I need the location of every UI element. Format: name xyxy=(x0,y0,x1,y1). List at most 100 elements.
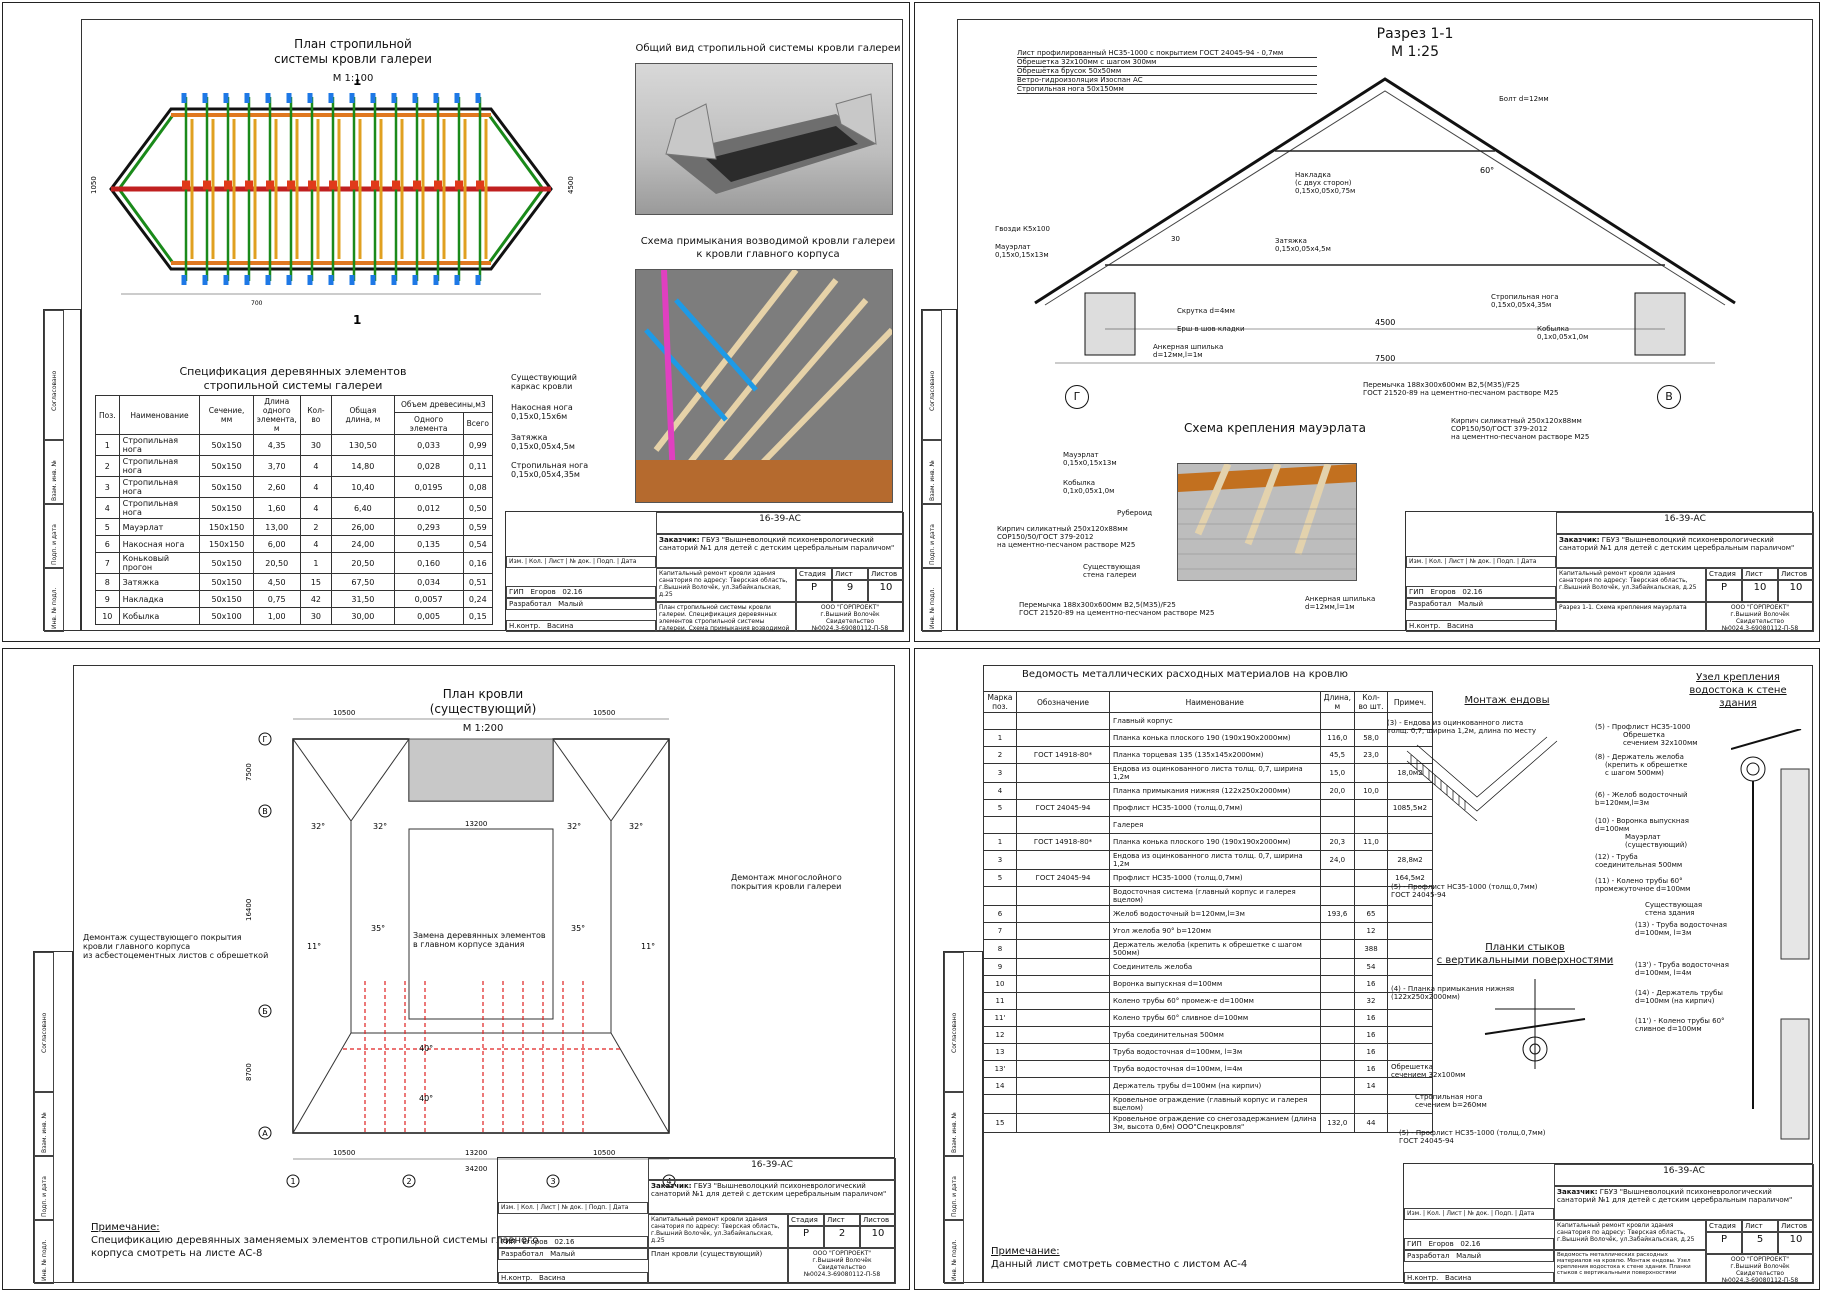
spec-cell: 10 xyxy=(95,607,120,625)
materials-cell: Планка конька плоского 190 (190х190х2000… xyxy=(1109,833,1321,851)
materials-row: Водосточная система (главный корпус и га… xyxy=(983,886,1433,906)
materials-cell xyxy=(1354,886,1388,906)
materials-cell: 11' xyxy=(983,1009,1017,1027)
stamp-sheets: 10 xyxy=(868,580,904,602)
materials-cell: Кровельное ограждение (главный корпус и … xyxy=(1109,1094,1321,1114)
materials-cell: 14 xyxy=(1354,1077,1388,1095)
general-view-render xyxy=(635,63,893,215)
spec-title: Спецификация деревянных элементов стропи… xyxy=(179,365,407,392)
dim-mid: 13200 xyxy=(465,820,487,828)
stamp-sheets-label: Листов xyxy=(868,568,904,580)
slope-6: 35° xyxy=(571,924,585,933)
spec-cell: 150х150 xyxy=(199,518,254,536)
spec-cell: 50х150 xyxy=(199,434,254,456)
spec-cell: 42 xyxy=(299,590,333,608)
materials-cell: Планка торцевая 135 (135х145х2000мм) xyxy=(1109,746,1321,764)
materials-cell: 116,0 xyxy=(1319,729,1356,747)
materials-cell: 2 xyxy=(983,746,1017,764)
spec-cell: 0,50 xyxy=(462,497,494,519)
sidebar-replace: Взам. инв. № xyxy=(51,460,58,501)
materials-cell: Желоб водосточный b=120мм,l=3м xyxy=(1109,905,1321,923)
spec-cell: Стропильная нога xyxy=(118,476,201,498)
layer-2: Обрешетка 32х100мм с шагом 300мм xyxy=(1017,58,1317,67)
materials-cell: 3 xyxy=(983,850,1017,870)
mauer-label-ruberoid: Рубероид xyxy=(1117,509,1153,517)
materials-cell: 20,3 xyxy=(1319,833,1356,851)
spec-cell: 15 xyxy=(299,573,333,591)
spec-col-volume: Объем древесины,м3 xyxy=(393,394,494,414)
materials-cell xyxy=(1387,1077,1433,1095)
spec-col-length: Длина одного элемента, м xyxy=(252,395,301,435)
mat-col-note: Примеч. xyxy=(1387,691,1433,713)
axis-row-a: А xyxy=(262,1129,268,1138)
label-nails: Гвозди К5х100 xyxy=(995,225,1050,233)
node-drawing xyxy=(1731,729,1810,1140)
spec-cell: Накосная нога xyxy=(118,535,201,553)
stamp-stage-label: Стадия xyxy=(796,568,832,580)
materials-cell xyxy=(1016,886,1110,906)
valley-title: Монтаж ендовы xyxy=(1464,695,1550,706)
materials-cell: Водосточная система (главный корпус и га… xyxy=(1109,886,1321,906)
slope-4: 32° xyxy=(629,822,643,831)
materials-cell xyxy=(1319,1009,1356,1027)
materials-cell: Соединитель желоба xyxy=(1109,958,1321,976)
spec-col-volume-total: Всего xyxy=(462,412,494,435)
materials-cell: 9 xyxy=(983,958,1017,976)
spec-header-row: Поз. Наименование Сечение, мм Длина одно… xyxy=(95,394,494,435)
mat-col-name: Наименование xyxy=(1109,691,1321,713)
materials-cell xyxy=(1319,1060,1356,1078)
remark-sheet-3: Примечание: Спецификацию деревянных заме… xyxy=(91,1222,539,1259)
spec-cell: 30,00 xyxy=(331,607,395,625)
materials-cell xyxy=(1016,1094,1110,1114)
materials-cell xyxy=(983,1094,1017,1114)
spec-cell: 50х150 xyxy=(199,476,254,498)
spec-cell: 130,50 xyxy=(331,434,395,456)
materials-cell: Держатель желоба (крепить к обрешетке с … xyxy=(1109,939,1321,959)
materials-cell: 15,0 xyxy=(1319,763,1356,783)
plan-dim-inner: 4500 xyxy=(567,176,575,194)
materials-cell xyxy=(1319,1077,1356,1095)
materials-cell: 10,0 xyxy=(1354,782,1388,800)
section-mark-bottom: 1 xyxy=(353,313,361,327)
spec-cell: Стропильная нога xyxy=(118,497,201,519)
materials-cell: Угол желоба 90° b=120мм xyxy=(1109,922,1321,940)
materials-cell: 4 xyxy=(983,782,1017,800)
mat-col-qty: Кол-во шт. xyxy=(1354,691,1388,713)
axis-row-g: Г xyxy=(263,735,268,744)
materials-table: Марка поз. Обозначение Наименование Длин… xyxy=(983,691,1433,1133)
stamp-head-cols: Изм. | Кол. | Лист | № док. | Подп. | Да… xyxy=(506,556,656,568)
spec-cell: 0,135 xyxy=(393,535,464,553)
spec-cell: 7 xyxy=(95,552,120,574)
valley-label-2: (5) - Профлист НС35-1000 (толщ.0,7мм)ГОС… xyxy=(1391,883,1538,899)
section-mark-top: 1 xyxy=(353,79,361,88)
materials-cell xyxy=(1354,816,1388,834)
spec-cell: 4 xyxy=(95,497,120,519)
materials-cell: 13' xyxy=(983,1060,1017,1078)
axis-g: Г xyxy=(1065,385,1089,409)
spec-cell: 2,60 xyxy=(252,476,301,498)
axis-row-b: Б xyxy=(262,1007,268,1016)
sheet-2-sidebar: Согласовано Взам. инв. № Подп. и дата Ин… xyxy=(921,309,957,632)
spec-cell: 0,51 xyxy=(462,573,494,591)
materials-cell xyxy=(983,816,1017,834)
materials-cell: 7 xyxy=(983,922,1017,940)
spec-cell: 31,50 xyxy=(331,590,395,608)
mat-col-code: Обозначение xyxy=(1016,691,1110,713)
materials-cell xyxy=(1354,799,1388,817)
slope-5: 35° xyxy=(371,924,385,933)
materials-cell xyxy=(1387,922,1433,940)
materials-cell: 3 xyxy=(983,763,1017,783)
materials-cell: Труба водосточная d=100мм, l=3м xyxy=(1109,1043,1321,1061)
